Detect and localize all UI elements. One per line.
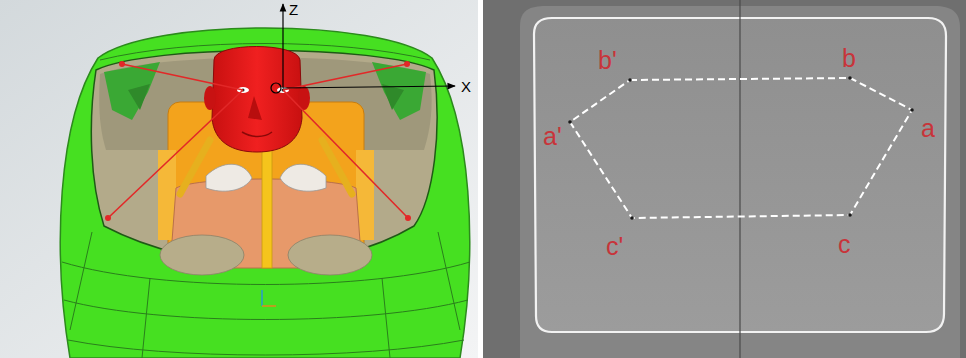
center-strip — [262, 150, 272, 268]
point-label: a — [921, 116, 935, 141]
center-line — [739, 0, 740, 358]
axis-label: X — [461, 79, 471, 94]
cockpit-body — [60, 28, 469, 358]
left-background — [0, 0, 478, 358]
point-label: c' — [606, 234, 623, 259]
left-hand — [206, 164, 252, 191]
mannequin-head — [212, 47, 302, 153]
mouth — [242, 132, 272, 137]
point-label: a' — [543, 124, 562, 149]
right-panel-patch — [372, 62, 426, 120]
point-label: b — [842, 46, 856, 71]
origin-marker — [271, 83, 281, 93]
left-leg — [160, 235, 244, 275]
vision-zone-outline — [570, 78, 912, 218]
view-triad — [262, 290, 276, 306]
right-leg — [288, 235, 372, 275]
sight-points — [105, 61, 411, 221]
nose — [248, 96, 262, 120]
axis-label: Z — [289, 2, 298, 17]
control-stick — [180, 140, 210, 194]
x-axis — [283, 86, 455, 88]
right-panel-patch — [382, 84, 404, 110]
point-label: b' — [598, 48, 617, 73]
left-panel-patch — [128, 84, 150, 110]
ear — [204, 86, 216, 110]
z-axis — [282, 4, 283, 88]
right-background — [483, 0, 966, 358]
control-stick — [322, 140, 352, 194]
right-hand — [280, 164, 326, 191]
point-label: c — [838, 232, 851, 257]
body-panel-lines — [62, 44, 470, 358]
zone-vertices — [568, 76, 914, 220]
